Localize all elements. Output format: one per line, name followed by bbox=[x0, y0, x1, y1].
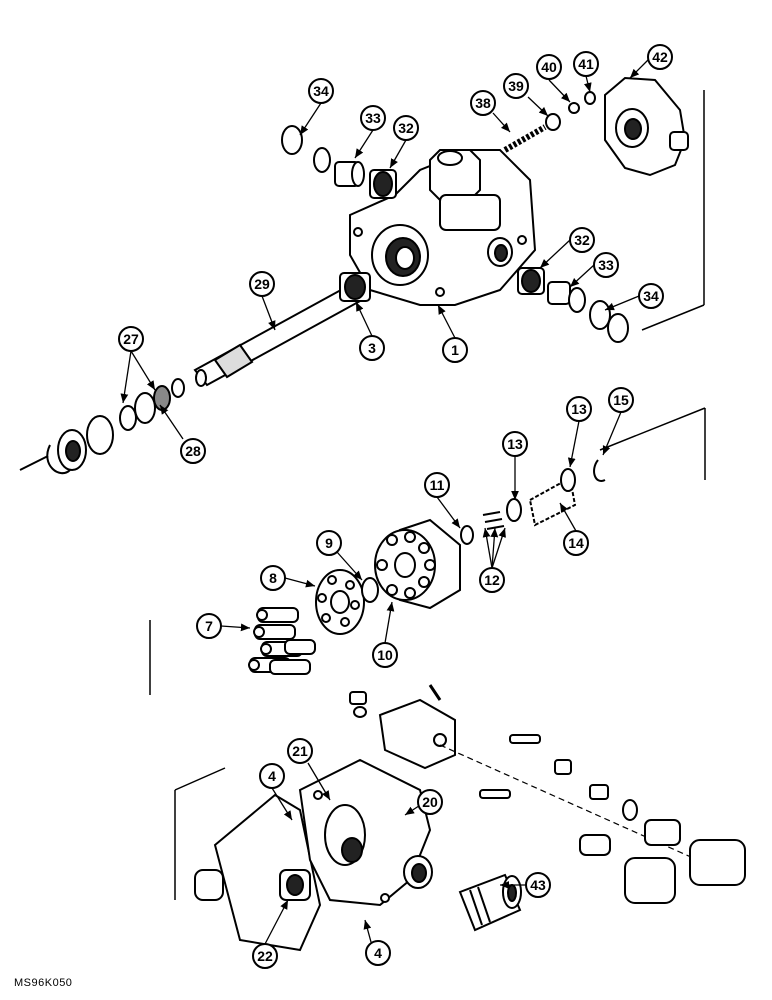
svg-text:40: 40 bbox=[541, 59, 557, 75]
svg-text:4: 4 bbox=[374, 945, 382, 961]
svg-text:39: 39 bbox=[508, 78, 524, 94]
svg-text:15: 15 bbox=[613, 392, 629, 408]
svg-text:10: 10 bbox=[377, 647, 393, 663]
middle-section-frame bbox=[149, 407, 706, 695]
svg-text:34: 34 bbox=[313, 83, 329, 99]
svg-text:13: 13 bbox=[507, 436, 523, 452]
svg-text:29: 29 bbox=[254, 276, 270, 292]
callout-8: 8 bbox=[260, 565, 286, 591]
callout-10: 10 bbox=[372, 642, 398, 668]
pump-housing bbox=[349, 149, 537, 306]
callout-balloons: 1 3 29 27 28 34 33 32 38 39 40 41 42 32 … bbox=[118, 44, 673, 969]
callout-34-top: 34 bbox=[308, 78, 334, 104]
callout-32-bottom: 32 bbox=[569, 227, 595, 253]
svg-text:12: 12 bbox=[484, 572, 500, 588]
shaft-seal-stack bbox=[19, 378, 185, 475]
callout-13-left: 13 bbox=[502, 431, 528, 457]
svg-text:32: 32 bbox=[574, 232, 590, 248]
callout-29: 29 bbox=[249, 271, 275, 297]
callout-33-bottom: 33 bbox=[593, 252, 619, 278]
upper-bearings-seals bbox=[281, 125, 397, 199]
callout-15: 15 bbox=[608, 387, 634, 413]
svg-text:32: 32 bbox=[398, 120, 414, 136]
callout-39: 39 bbox=[503, 73, 529, 99]
svg-text:9: 9 bbox=[325, 535, 333, 551]
svg-text:11: 11 bbox=[430, 477, 445, 493]
svg-text:42: 42 bbox=[652, 49, 668, 65]
callout-28: 28 bbox=[180, 438, 206, 464]
outlet-fitting bbox=[458, 873, 522, 932]
svg-text:33: 33 bbox=[365, 110, 381, 126]
callout-9: 9 bbox=[316, 530, 342, 556]
callout-4-top: 4 bbox=[259, 763, 285, 789]
spring-and-rings bbox=[460, 459, 606, 545]
lower-bearings-seals bbox=[517, 267, 629, 343]
callout-40: 40 bbox=[536, 54, 562, 80]
bushing bbox=[279, 869, 311, 901]
svg-text:41: 41 bbox=[578, 56, 594, 72]
plug-left bbox=[194, 869, 224, 901]
callout-32-top: 32 bbox=[393, 115, 419, 141]
callout-7: 7 bbox=[196, 613, 222, 639]
valve-parts bbox=[439, 734, 746, 904]
callout-13-right: 13 bbox=[566, 396, 592, 422]
callout-14: 14 bbox=[563, 530, 589, 556]
svg-text:13: 13 bbox=[571, 401, 587, 417]
callout-11: 11 bbox=[424, 472, 450, 498]
compensator-block bbox=[349, 684, 456, 770]
figure-code: MS96K050 bbox=[14, 977, 73, 989]
svg-text:22: 22 bbox=[257, 948, 273, 964]
svg-text:38: 38 bbox=[475, 95, 491, 111]
svg-text:21: 21 bbox=[292, 743, 308, 759]
callout-1: 1 bbox=[442, 337, 468, 363]
callout-42: 42 bbox=[647, 44, 673, 70]
callout-38: 38 bbox=[470, 90, 496, 116]
callout-41: 41 bbox=[573, 51, 599, 77]
svg-text:28: 28 bbox=[185, 443, 201, 459]
svg-text:43: 43 bbox=[530, 877, 546, 893]
callout-43: 43 bbox=[525, 872, 551, 898]
callout-4-bottom: 4 bbox=[365, 940, 391, 966]
svg-text:20: 20 bbox=[422, 794, 438, 810]
port-plate bbox=[213, 758, 433, 952]
relief-spring-and-parts bbox=[503, 91, 596, 153]
callout-34-bottom: 34 bbox=[638, 283, 664, 309]
callout-27: 27 bbox=[118, 326, 144, 352]
callout-20: 20 bbox=[417, 789, 443, 815]
svg-text:7: 7 bbox=[205, 618, 213, 634]
lower-section-frame bbox=[174, 767, 226, 900]
svg-text:4: 4 bbox=[268, 768, 276, 784]
callout-22: 22 bbox=[252, 943, 278, 969]
retainer-plate bbox=[315, 569, 379, 635]
callout-12: 12 bbox=[479, 567, 505, 593]
svg-text:1: 1 bbox=[451, 342, 459, 358]
upper-section-frame bbox=[641, 90, 705, 331]
callout-21: 21 bbox=[287, 738, 313, 764]
svg-text:33: 33 bbox=[598, 257, 614, 273]
piston-set bbox=[248, 607, 316, 675]
svg-text:14: 14 bbox=[568, 535, 584, 551]
svg-text:34: 34 bbox=[643, 288, 659, 304]
callout-3: 3 bbox=[359, 335, 385, 361]
end-cover bbox=[604, 76, 689, 177]
callout-33-top: 33 bbox=[360, 105, 386, 131]
cylinder-block bbox=[374, 518, 461, 610]
svg-text:3: 3 bbox=[368, 340, 376, 356]
svg-text:27: 27 bbox=[123, 331, 139, 347]
svg-text:8: 8 bbox=[269, 570, 277, 586]
drive-shaft bbox=[193, 272, 371, 387]
